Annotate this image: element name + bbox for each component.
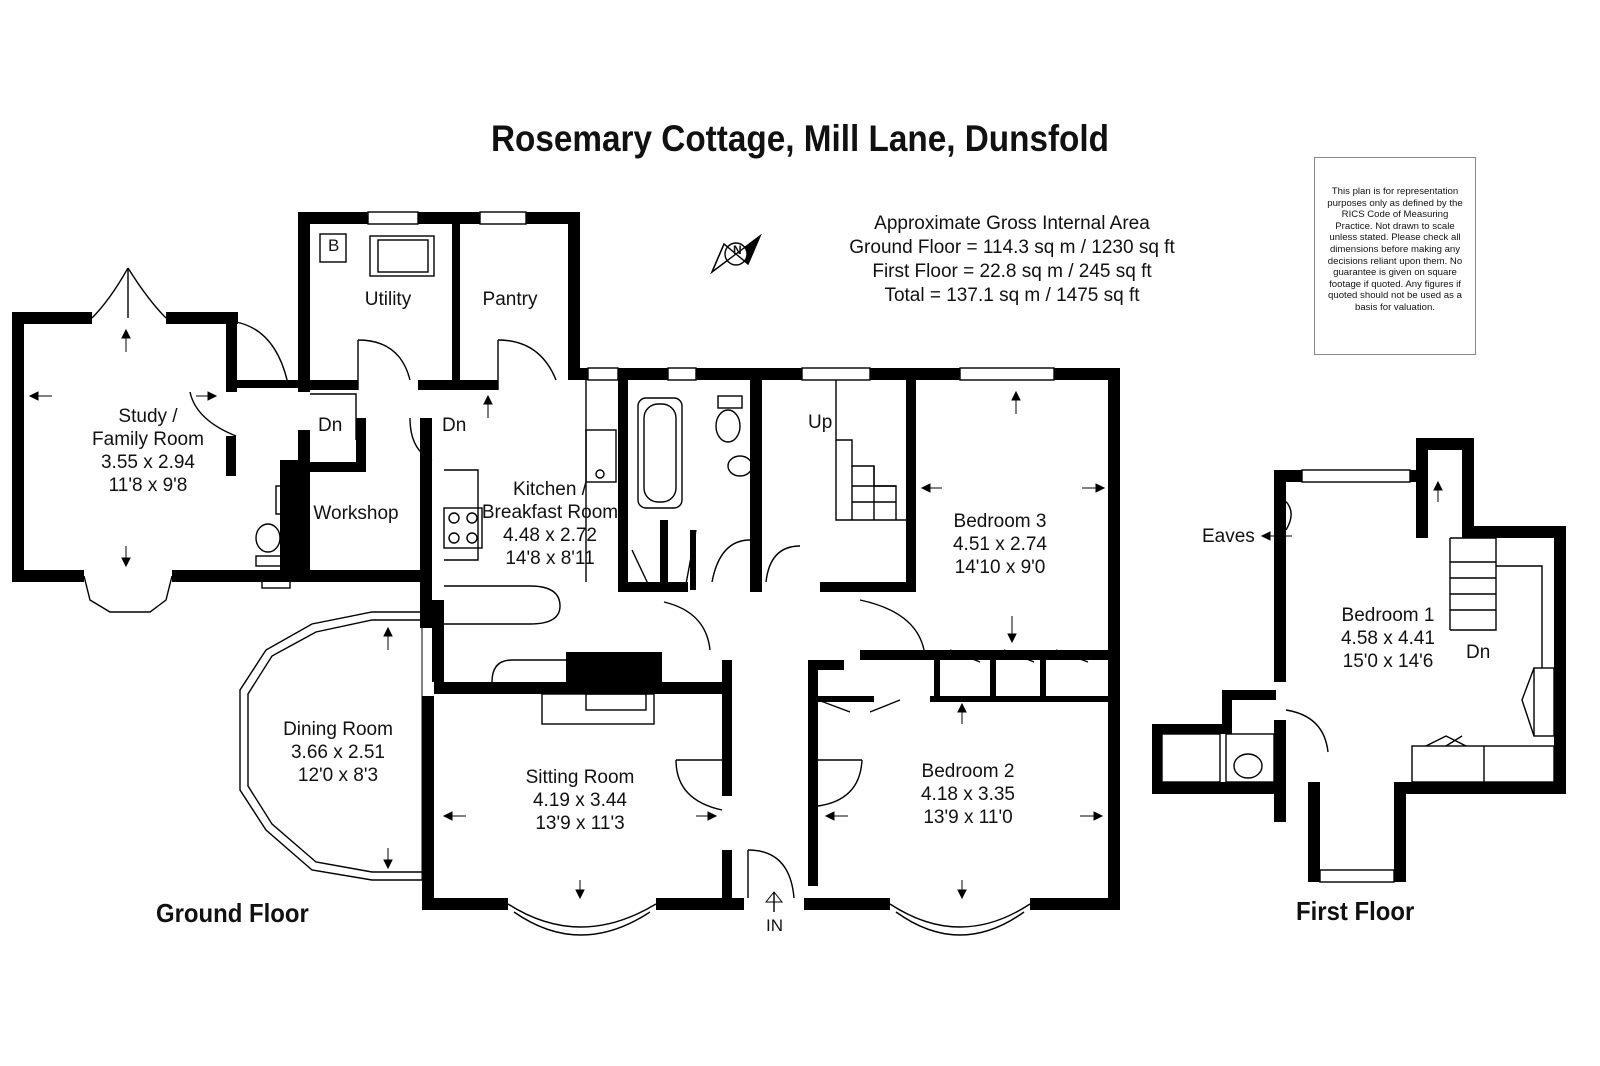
study-walls bbox=[12, 312, 424, 582]
room-study: Study / Family Room 3.55 x 2.94 11'8 x 9… bbox=[92, 406, 204, 496]
room-workshop: Workshop bbox=[313, 503, 399, 524]
area-ground-floor: Ground Floor = 114.3 sq m / 1230 sq ft bbox=[849, 237, 1175, 258]
room-sitting: Sitting Room 4.19 x 3.44 13'9 x 11'3 bbox=[525, 767, 635, 834]
page-title: Rosemary Cottage, Mill Lane, Dunsfold bbox=[491, 118, 1109, 159]
room-kitchen: Kitchen / Breakfast Room 4.48 x 2.72 14'… bbox=[481, 479, 619, 569]
eaves-label: Eaves bbox=[1202, 526, 1255, 547]
entrance-label: IN bbox=[766, 916, 783, 935]
dn-label-1: Dn bbox=[318, 415, 343, 436]
dn-label-first: Dn bbox=[1466, 642, 1491, 663]
room-pantry: Pantry bbox=[482, 289, 538, 310]
workshop-walls bbox=[236, 380, 432, 628]
room-bedroom-1: Bedroom 1 4.58 x 4.41 15'0 x 14'6 bbox=[1340, 605, 1436, 672]
dn-label-2: Dn bbox=[442, 415, 467, 436]
first-floor-label: First Floor bbox=[1296, 896, 1415, 926]
area-summary: Approximate Gross Internal Area Ground F… bbox=[842, 212, 1182, 308]
main-walls bbox=[422, 368, 1120, 910]
utility-pantry-walls bbox=[298, 212, 580, 392]
room-dining: Dining Room 3.66 x 2.51 12'0 x 8'3 bbox=[283, 719, 393, 786]
up-label: Up bbox=[808, 412, 833, 433]
ground-floor-label: Ground Floor bbox=[156, 898, 309, 928]
area-heading: Approximate Gross Internal Area bbox=[874, 213, 1150, 234]
room-bedroom-3: Bedroom 3 4.51 x 2.74 14'10 x 9'0 bbox=[952, 511, 1048, 578]
boiler-label: B bbox=[328, 236, 340, 255]
room-bedroom-2: Bedroom 2 4.18 x 3.35 13'9 x 11'0 bbox=[920, 761, 1016, 828]
room-utility: Utility bbox=[364, 289, 412, 310]
area-first-floor: First Floor = 22.8 sq m / 245 sq ft bbox=[872, 261, 1152, 282]
disclaimer-box: This plan is for representation purposes… bbox=[1314, 157, 1476, 355]
area-total: Total = 137.1 sq m / 1475 sq ft bbox=[884, 285, 1140, 306]
compass-north-letter: N bbox=[733, 243, 742, 257]
